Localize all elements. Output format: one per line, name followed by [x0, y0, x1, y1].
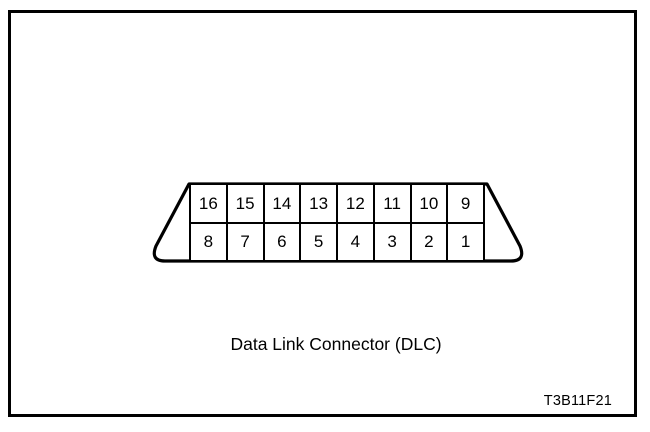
pin-row-bottom: 8 7 6 5 4 3 2 1	[191, 221, 483, 260]
pin-cell-3[interactable]: 3	[374, 223, 412, 260]
pin-cell-9[interactable]: 9	[448, 185, 483, 222]
pin-cell-8[interactable]: 8	[191, 223, 228, 260]
figure-code-label: T3B11F21	[543, 393, 612, 409]
pin-cell-1[interactable]: 1	[448, 223, 483, 260]
dlc-connector-diagram: 16 15 14 13 12 11 10 9 8 7 6 5 4 3 2 1	[143, 175, 533, 271]
figure-border: 16 15 14 13 12 11 10 9 8 7 6 5 4 3 2 1 D…	[8, 10, 637, 417]
pin-cell-5[interactable]: 5	[301, 223, 338, 260]
pin-cell-15[interactable]: 15	[227, 185, 265, 222]
pin-cell-6[interactable]: 6	[264, 223, 302, 260]
figure-caption: Data Link Connector (DLC)	[230, 334, 442, 354]
pin-cell-10[interactable]: 10	[411, 185, 449, 222]
pin-grid: 16 15 14 13 12 11 10 9 8 7 6 5 4 3 2 1	[189, 183, 485, 262]
pin-cell-12[interactable]: 12	[338, 185, 375, 222]
pin-cell-14[interactable]: 14	[264, 185, 302, 222]
pin-cell-11[interactable]: 11	[374, 185, 412, 222]
pin-cell-7[interactable]: 7	[227, 223, 265, 260]
pin-row-top: 16 15 14 13 12 11 10 9	[191, 185, 483, 222]
pin-cell-16[interactable]: 16	[191, 185, 228, 222]
pin-cell-4[interactable]: 4	[338, 223, 375, 260]
pin-cell-2[interactable]: 2	[411, 223, 449, 260]
pin-cell-13[interactable]: 13	[301, 185, 338, 222]
